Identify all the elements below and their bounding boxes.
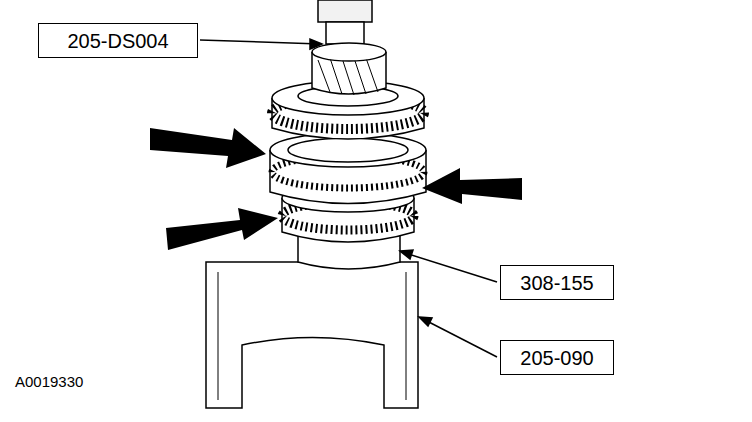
figure-id: A0019330 xyxy=(15,373,83,390)
pointer-arrow xyxy=(166,208,278,250)
stand-edge xyxy=(218,272,406,400)
leader-line xyxy=(200,40,320,44)
tool-number: 308-155 xyxy=(520,271,593,295)
press-tool xyxy=(326,22,364,44)
press-ram xyxy=(318,0,372,22)
tool-number: 205-090 xyxy=(520,346,593,370)
support-stand xyxy=(206,262,418,408)
callout-box: 308-155 xyxy=(500,265,614,300)
leader-line xyxy=(421,318,497,357)
helical-teeth xyxy=(318,58,378,95)
leader-arrowhead xyxy=(400,250,413,259)
callout-box: 205-090 xyxy=(500,340,614,375)
leader-arrowhead xyxy=(419,317,432,326)
synchro-inner xyxy=(288,138,408,162)
gear-face xyxy=(312,43,386,61)
pointer-arrow xyxy=(422,168,522,204)
pointer-arrow xyxy=(150,128,266,168)
callout-box: 205-DS004 xyxy=(38,23,198,58)
leader-arrowhead xyxy=(310,39,322,49)
tool-number: 205-DS004 xyxy=(67,29,168,53)
leader-line xyxy=(402,252,497,282)
